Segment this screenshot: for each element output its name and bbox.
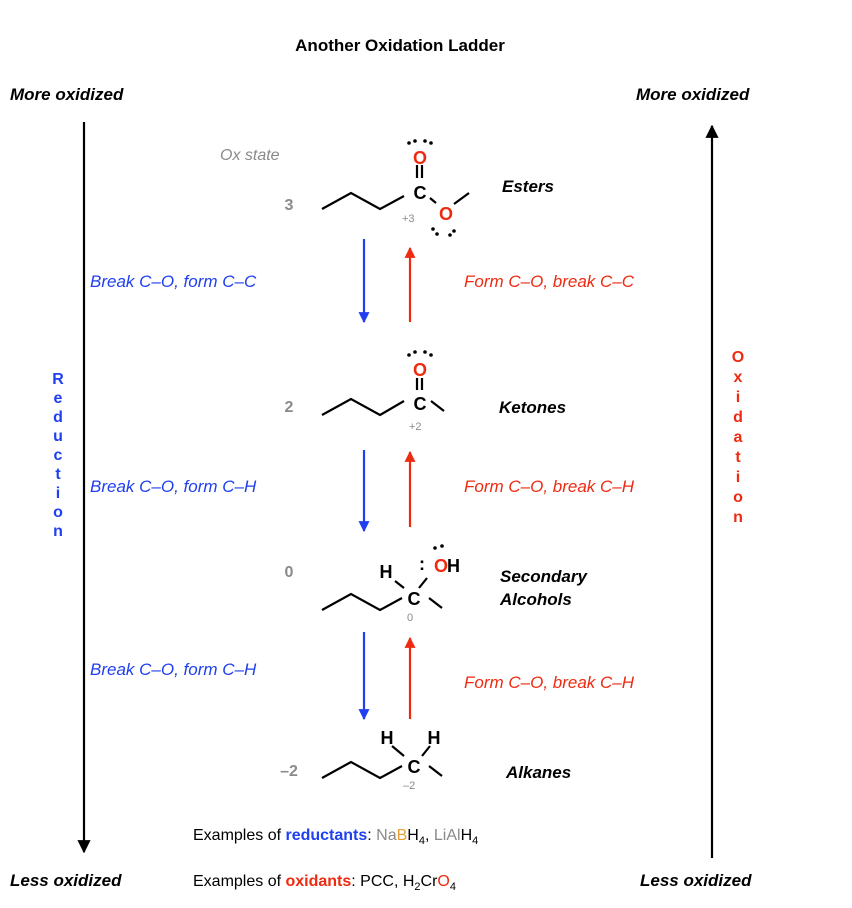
reduction-label-3: Break C–O, form C–H xyxy=(90,660,257,679)
secondary-alcohol-structure: C H O H : 0 xyxy=(321,544,460,624)
lialh4-h: H xyxy=(461,827,473,844)
oxidation-letter: t xyxy=(735,449,741,466)
reduction-letter: c xyxy=(54,447,63,464)
ox-state-header: Ox state xyxy=(220,147,280,164)
reduction-letter: t xyxy=(55,466,61,483)
oxidation-letter: a xyxy=(734,429,743,446)
nabh4-subscript: 4 xyxy=(419,835,425,847)
oxidation-letter: x xyxy=(734,369,743,386)
alcohol-hydroxyl-oxygen: O xyxy=(434,556,448,576)
oxidation-label-1: Form C–O, break C–C xyxy=(464,272,635,291)
top-left-label: More oxidized xyxy=(10,85,124,104)
oxidants-examples: Examples of oxidants: PCC, H2CrO4 xyxy=(193,873,456,893)
ester-carbon: C xyxy=(414,183,427,203)
oxidation-letter: O xyxy=(732,349,744,366)
class-name-alcohols: Alcohols xyxy=(499,590,572,609)
oxidation-vertical-label: Oxidation xyxy=(732,349,744,526)
reduction-letter: u xyxy=(53,428,63,445)
alcohol-hydrogen: H xyxy=(380,562,393,582)
ester-carbonyl-oxygen: O xyxy=(413,148,427,168)
oxidation-letter: d xyxy=(733,409,743,426)
h2cro4-subscript-4: 4 xyxy=(450,881,456,893)
alcohol-carbon-ox-state: 0 xyxy=(407,612,413,624)
lialh4-subscript: 4 xyxy=(472,835,478,847)
reduction-letter: o xyxy=(53,504,63,521)
alkane-carbon-ox-state: –2 xyxy=(403,780,415,792)
ester-carbon-ox-state: +3 xyxy=(402,213,415,225)
reductants-separator: , xyxy=(425,827,434,844)
oxidation-label-3: Form C–O, break C–H xyxy=(464,673,635,692)
oxidants-separator: , xyxy=(394,873,403,890)
reductants-keyword: reductants xyxy=(285,827,367,844)
reduction-letter: d xyxy=(53,409,63,426)
ketone-carbon: C xyxy=(414,394,427,414)
class-name-alkanes: Alkanes xyxy=(505,763,571,782)
class-name-esters: Esters xyxy=(502,177,554,196)
bottom-right-label: Less oxidized xyxy=(640,871,752,890)
ox-state-level-2: 2 xyxy=(285,399,294,416)
nabh4-h: H xyxy=(407,827,419,844)
lialh4-lial: LiAl xyxy=(434,827,461,844)
oxidants-keyword: oxidants xyxy=(285,873,351,890)
h2cro4-h: H xyxy=(403,873,415,890)
oxidant-pcc: PCC xyxy=(360,873,394,890)
ox-state-level-4: –2 xyxy=(280,763,298,780)
ketone-carbon-ox-state: +2 xyxy=(409,421,422,433)
alkane-hydrogen-right: H xyxy=(428,728,441,748)
alcohol-lone-pair: : xyxy=(419,554,425,574)
oxidation-letter: o xyxy=(733,489,743,506)
oxidation-letter: i xyxy=(736,469,740,486)
alkane-carbon: C xyxy=(408,757,421,777)
reduction-label-1: Break C–O, form C–C xyxy=(90,272,257,291)
ester-structure: C O O +3 xyxy=(321,139,470,237)
h2cro4-cr: Cr xyxy=(421,873,439,890)
reductants-prefix: Examples of xyxy=(193,827,285,844)
h2cro4-subscript-2: 2 xyxy=(414,881,420,893)
reductants-examples: Examples of reductants: NaBH4, LiAlH4 xyxy=(193,827,478,847)
reductants-colon: : xyxy=(367,827,376,844)
bottom-left-label: Less oxidized xyxy=(10,871,122,890)
alkane-structure: C H H –2 xyxy=(321,728,443,792)
class-name-secondary: Secondary xyxy=(500,567,588,586)
reduction-letter: e xyxy=(54,390,63,407)
nabh4-b: B xyxy=(397,827,408,844)
h2cro4-o: O xyxy=(437,873,449,890)
ketone-structure: C O +2 xyxy=(321,350,445,433)
oxidation-letter: i xyxy=(736,389,740,406)
ester-alkoxy-oxygen: O xyxy=(439,204,453,224)
oxidation-letter: n xyxy=(733,509,743,526)
oxidants-prefix: Examples of xyxy=(193,873,285,890)
alcohol-hydroxyl-hydrogen: H xyxy=(447,556,460,576)
reduction-letter: n xyxy=(53,523,63,540)
ox-state-level-3: 0 xyxy=(285,564,294,581)
alkane-hydrogen-left: H xyxy=(381,728,394,748)
reduction-letter: R xyxy=(52,371,64,388)
diagram-title: Another Oxidation Ladder xyxy=(295,36,505,55)
reduction-letter: i xyxy=(56,485,60,502)
ox-state-level-1: 3 xyxy=(285,197,294,214)
alcohol-carbon: C xyxy=(408,589,421,609)
ketone-oxygen: O xyxy=(413,360,427,380)
reduction-label-2: Break C–O, form C–H xyxy=(90,477,257,496)
oxidation-label-2: Form C–O, break C–H xyxy=(464,477,635,496)
top-right-label: More oxidized xyxy=(636,85,750,104)
oxidants-colon: : xyxy=(351,873,360,890)
class-name-ketones: Ketones xyxy=(499,398,566,417)
nabh4-na: Na xyxy=(376,827,397,844)
